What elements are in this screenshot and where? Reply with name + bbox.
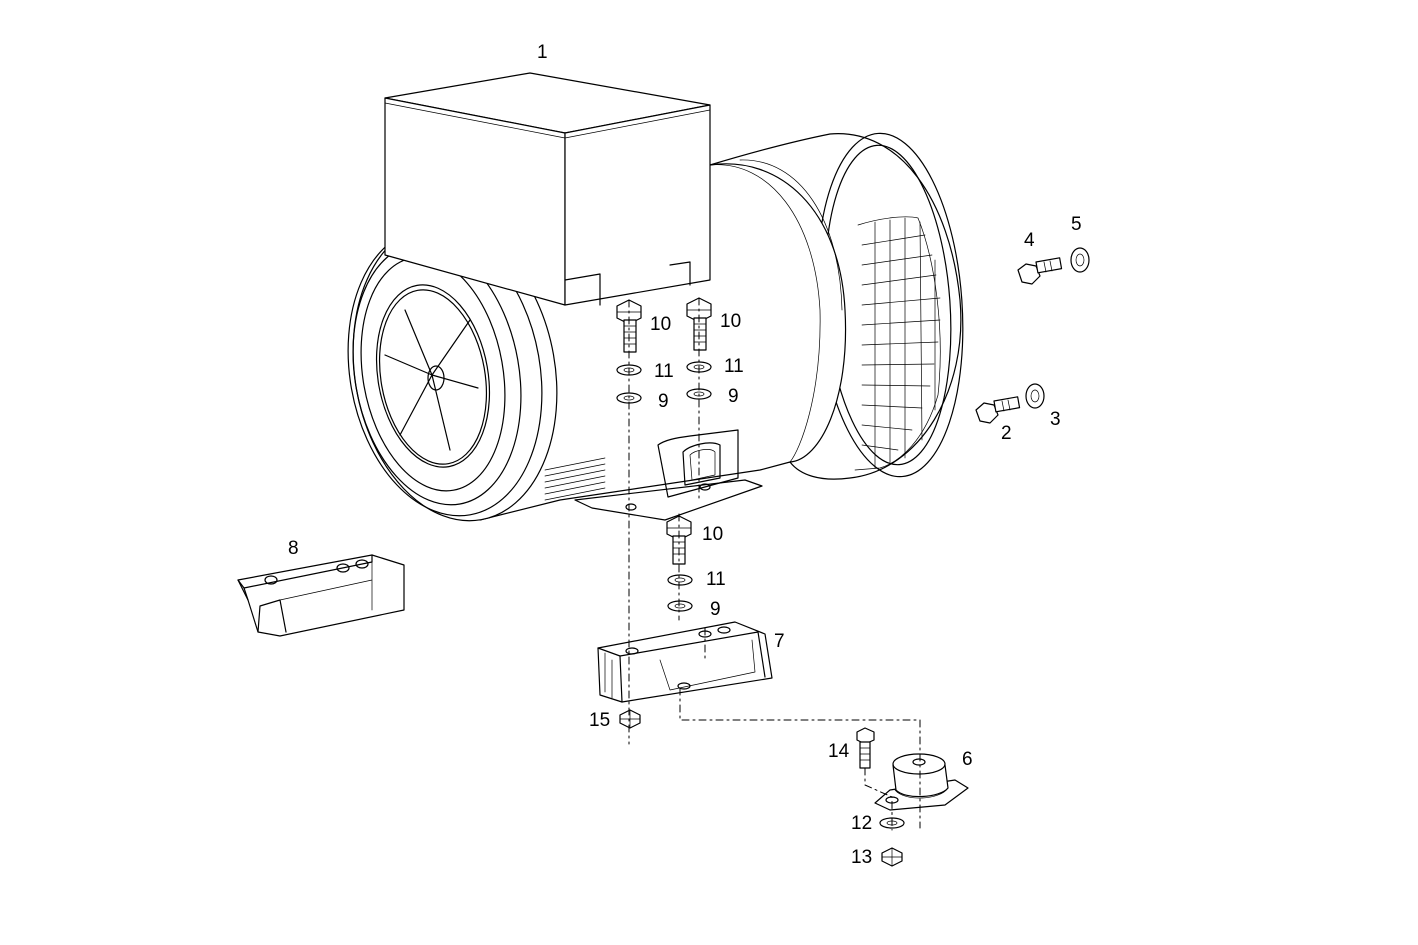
bracket-8: [237, 554, 405, 637]
callout-lock-washer-center: 11: [706, 569, 726, 590]
rear-drum-shell: [709, 133, 962, 480]
bolt-4: [1017, 257, 1063, 285]
callout-vibration-mount-6: 6: [962, 749, 973, 770]
callout-bolt-4: 4: [1024, 230, 1035, 251]
body-foot-slot: [682, 442, 721, 486]
callout-bolt-right: 10: [720, 311, 742, 332]
callout-bolt-14: 14: [828, 741, 850, 762]
terminal-box: [384, 72, 711, 306]
washer-5: [1070, 247, 1090, 273]
body-foot-rib: [657, 429, 739, 498]
front-housing-ring-5: [375, 284, 491, 468]
callout-terminal-box: 1: [537, 42, 548, 63]
callout-nut-13: 13: [851, 847, 873, 868]
bolt-10-center: [666, 515, 692, 565]
callout-lock-washer-left: 11: [654, 361, 674, 382]
callout-nut-15: 15: [589, 710, 611, 731]
callout-lock-washer-right: 11: [724, 356, 744, 377]
lock-washer-11-center: [667, 574, 693, 586]
front-fan-spokes: [384, 309, 479, 451]
callout-washer-5: 5: [1071, 214, 1082, 235]
nut-15: [619, 709, 641, 729]
cylinder-contour-1: [709, 164, 821, 463]
callout-washer-3: 3: [1050, 409, 1061, 430]
washer-3: [1025, 383, 1045, 409]
cylinder-contour-2: [739, 159, 843, 311]
callout-bracket-8: 8: [288, 538, 299, 559]
vibration-mount-6: [874, 753, 969, 811]
assembly-center-lines: [628, 297, 921, 831]
bolt-2: [975, 396, 1021, 424]
callout-washer-12: 12: [851, 813, 873, 834]
callout-washer-center: 9: [710, 599, 721, 620]
callout-bolt-left: 10: [650, 314, 672, 335]
callout-mounting-bracket-7: 7: [774, 631, 785, 652]
callout-washer-right: 9: [728, 386, 739, 407]
callout-bolt-2: 2: [1001, 423, 1012, 444]
bolt-14: [856, 727, 875, 769]
mounting-bracket-7: [597, 621, 773, 703]
callout-bolt-center: 10: [702, 524, 724, 545]
rear-drum-grille: [854, 216, 941, 471]
callout-washer-left: 9: [658, 391, 669, 412]
front-fan-disc: [378, 289, 488, 465]
nut-13: [881, 847, 903, 867]
front-lower-louvers: [544, 457, 606, 501]
washer-9-center: [667, 600, 693, 612]
